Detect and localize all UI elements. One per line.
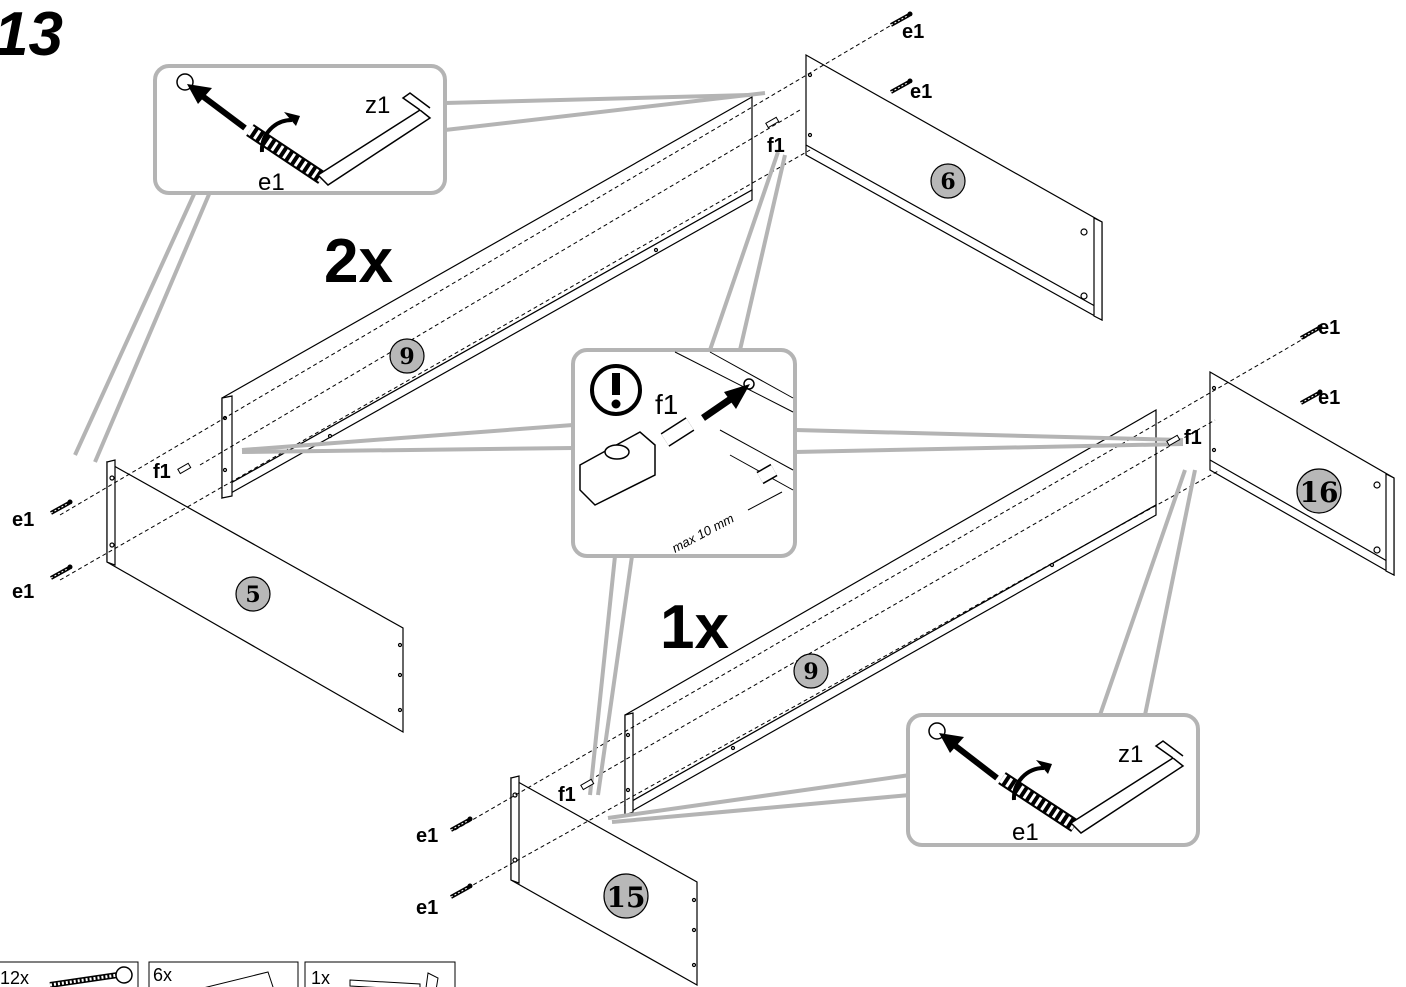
arrow-icon xyxy=(195,89,247,131)
part-badge-5: 5 xyxy=(235,576,271,612)
label-z1: z1 xyxy=(365,92,390,119)
svg-text:15: 15 xyxy=(607,881,646,914)
label-e1: e1 xyxy=(1012,819,1039,846)
arrow-icon xyxy=(947,738,999,781)
part-badge-15: 15 xyxy=(603,873,649,919)
label-e1: e1 xyxy=(12,581,34,603)
part-badge-16: 16 xyxy=(1296,468,1342,514)
callout-leaders xyxy=(73,91,1197,824)
label-e1: e1 xyxy=(1318,387,1340,409)
label-e1: e1 xyxy=(1318,317,1340,339)
allen-key-icon xyxy=(349,972,439,987)
part-badge-6: 6 xyxy=(930,163,966,199)
label-f1: f1 xyxy=(767,135,785,157)
svg-text:9: 9 xyxy=(399,344,414,370)
svg-text:6: 6 xyxy=(940,169,955,195)
label-e1: e1 xyxy=(416,825,438,847)
screw-icon xyxy=(449,814,475,832)
label-e1: e1 xyxy=(910,81,932,103)
label-f1: f1 xyxy=(1184,427,1202,449)
panel-16 xyxy=(1209,370,1395,577)
label-e1: e1 xyxy=(902,21,924,43)
svg-text:6x: 6x xyxy=(153,965,172,985)
callout-tighten-bottom: z1 e1 xyxy=(906,713,1200,847)
callout-tighten-top: z1 e1 xyxy=(153,64,447,196)
dowel-icon xyxy=(177,116,1181,791)
hardware-list: 12x 6x 1x xyxy=(0,961,456,987)
screw-icon xyxy=(49,966,133,987)
part-badge-9-upper: 9 xyxy=(389,338,425,374)
svg-text:16: 16 xyxy=(1300,476,1339,509)
label-f1: f1 xyxy=(153,461,171,483)
svg-text:1x: 1x xyxy=(311,968,330,987)
part-badge-9-lower: 9 xyxy=(793,653,829,689)
hardware-item-screws: 12x xyxy=(0,961,139,987)
rotate-arrow-icon xyxy=(1011,765,1045,801)
step-number: 13 xyxy=(0,0,63,69)
panel-9-lower xyxy=(624,408,1157,817)
svg-text:5: 5 xyxy=(245,582,260,608)
svg-text:9: 9 xyxy=(803,659,818,685)
callout-dowel: max 10 mm f1 xyxy=(571,348,797,558)
screw-icon xyxy=(49,497,75,515)
dowel-in-hole xyxy=(756,463,778,485)
quantity-lower: 1x xyxy=(660,593,729,662)
rotate-arrow-icon xyxy=(259,117,293,153)
label-e1: e1 xyxy=(416,897,438,919)
screw-icon xyxy=(449,881,475,899)
panel-9-upper xyxy=(221,95,753,500)
allen-key-icon xyxy=(1069,757,1185,834)
quantity-upper: 2x xyxy=(324,227,393,296)
dowel-icon xyxy=(205,971,274,987)
panel-15 xyxy=(510,775,698,987)
hardware-item-dowels: 6x xyxy=(148,961,299,987)
allen-key-icon xyxy=(316,109,432,186)
warning-icon xyxy=(590,364,642,416)
dowel-icon xyxy=(660,417,695,447)
label-z1: z1 xyxy=(1118,741,1143,768)
label-e1: e1 xyxy=(12,509,34,531)
svg-text:12x: 12x xyxy=(0,968,29,987)
hardware-item-key: 1x xyxy=(304,961,456,987)
label-f1: f1 xyxy=(655,389,678,420)
screw-icon xyxy=(49,562,75,580)
label-f1: f1 xyxy=(558,784,576,806)
screw-icon xyxy=(246,124,326,184)
assembly-guide-lines xyxy=(59,19,1311,896)
label-e1: e1 xyxy=(258,169,285,196)
